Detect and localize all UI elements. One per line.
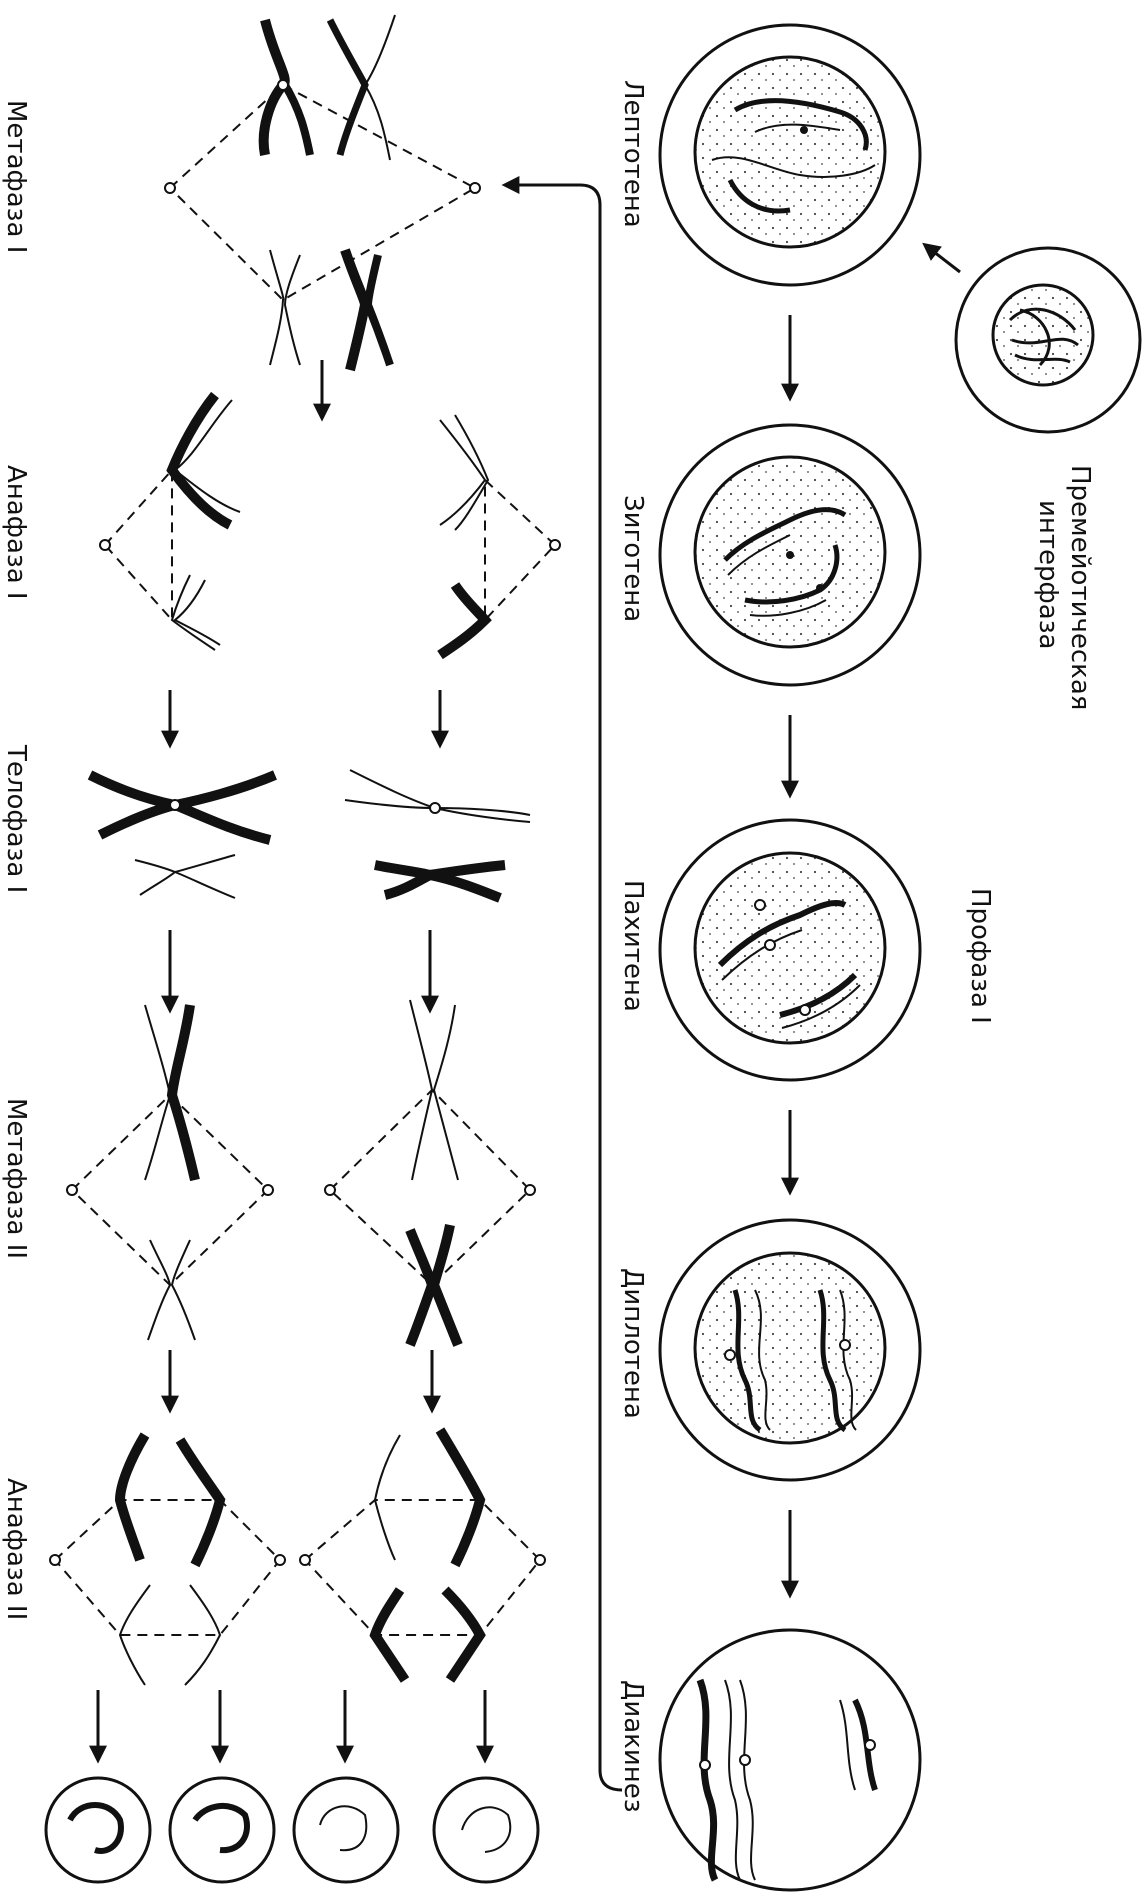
anaphase-1 (99, 391, 561, 749)
return-arrow (501, 176, 623, 1792)
label-diakinesis: Диакинез (618, 1680, 648, 1813)
premeiotic-cell (954, 246, 1142, 434)
label-anaphase-1: Анафаза I (1, 465, 31, 600)
anaphase-2 (49, 1427, 546, 1764)
label-anaphase-2: Анафаза II (1, 1478, 31, 1620)
label-diplotene: Диплотена (618, 1268, 648, 1419)
zygotene-cell (658, 423, 922, 687)
prophase-arrows (781, 242, 961, 1599)
leptotene-cell (658, 23, 922, 287)
label-prophase-1: Профаза I (965, 888, 995, 1024)
label-metaphase-2: Метафаза II (1, 1098, 31, 1259)
label-premeiotic-1: Премейотическая (1065, 465, 1095, 710)
metaphase-1 (164, 14, 481, 422)
diplotene-cell (658, 1218, 922, 1482)
label-metaphase-1: Метафаза I (1, 100, 31, 253)
pachytene-cell (658, 818, 922, 1082)
diakinesis-cell (658, 1628, 922, 1892)
telophase-1 (87, 769, 531, 1014)
prophase-cells (501, 23, 1142, 1892)
label-zygotene: Зиготена (618, 495, 648, 622)
label-telophase-1: Телофаза I (1, 744, 31, 893)
daughter-cells (44, 1776, 540, 1884)
metaphase-2 (66, 999, 536, 1414)
label-pachytene: Пахитена (618, 880, 648, 1012)
label-leptotene: Лептотена (618, 80, 648, 228)
label-premeiotic-2: интерфаза (1033, 500, 1063, 649)
